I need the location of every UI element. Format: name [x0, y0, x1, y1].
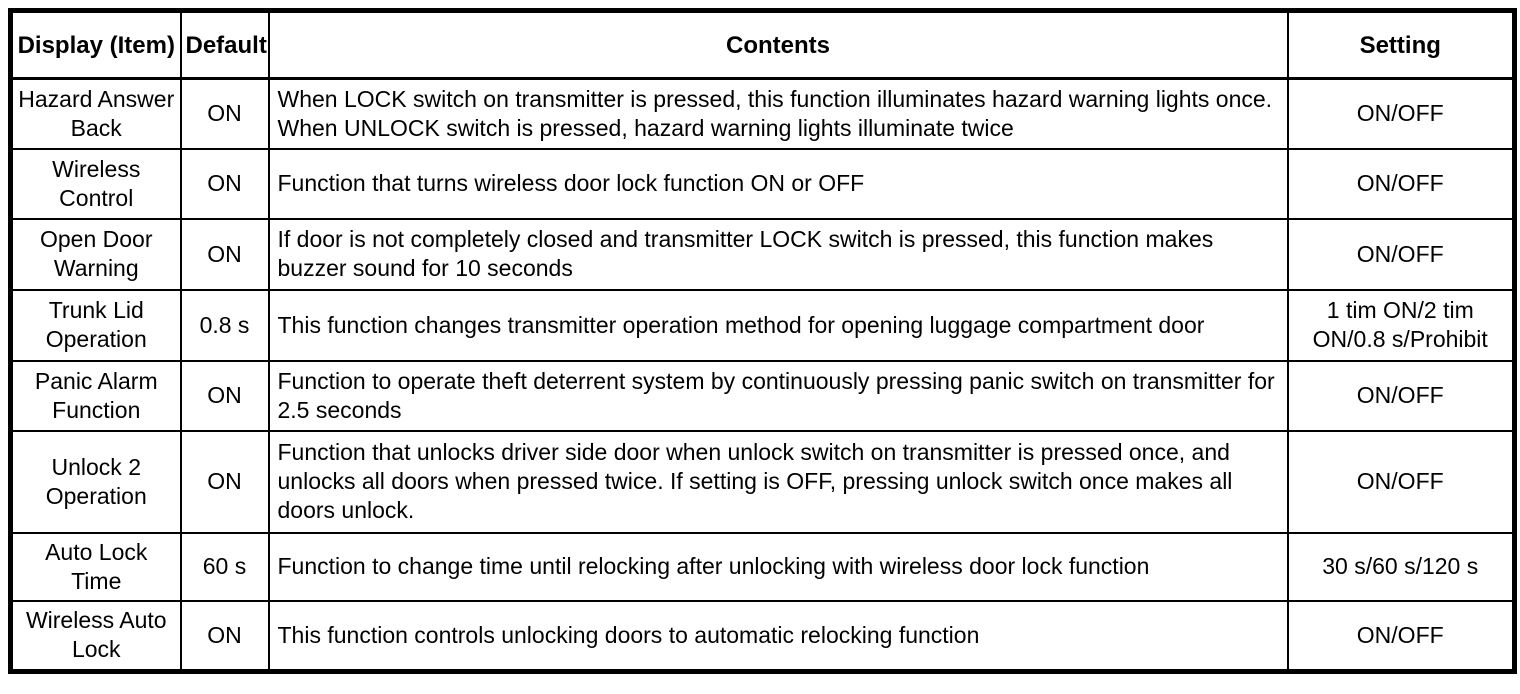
- column-header-contents: Contents: [267, 9, 1289, 80]
- table-row: Wireless Control ON Function that turns …: [9, 147, 1516, 220]
- column-header-default: Default: [179, 9, 270, 80]
- cell-display: Wireless Auto Lock: [9, 599, 182, 673]
- cell-contents: This function changes transmitter operat…: [267, 288, 1289, 362]
- header-row: Display (Item) Default Contents Setting: [9, 9, 1516, 80]
- table-row: Unlock 2 Operation ON Function that unlo…: [9, 429, 1516, 534]
- cell-setting: 30 s/60 s/120 s: [1286, 531, 1516, 602]
- wireless-door-lock-settings-table: Display (Item) Default Contents Setting …: [8, 8, 1517, 674]
- table-row: Panic Alarm Function ON Function to oper…: [9, 359, 1516, 432]
- cell-setting: ON/OFF: [1286, 599, 1516, 673]
- cell-default: ON: [179, 359, 270, 432]
- cell-contents: Function that unlocks driver side door w…: [267, 429, 1289, 534]
- cell-display: Wireless Control: [9, 147, 182, 220]
- column-header-setting: Setting: [1286, 9, 1516, 80]
- table-row: Open Door Warning ON If door is not comp…: [9, 217, 1516, 291]
- cell-setting: 1 tim ON/2 tim ON/0.8 s/Prohibit: [1286, 288, 1516, 362]
- cell-default: ON: [179, 147, 270, 220]
- cell-default: ON: [179, 599, 270, 673]
- table-row: Hazard Answer Back ON When LOCK switch o…: [9, 77, 1516, 150]
- cell-setting: ON/OFF: [1286, 77, 1516, 150]
- cell-default: ON: [179, 77, 270, 150]
- cell-display: Unlock 2 Operation: [9, 429, 182, 534]
- cell-default: ON: [179, 217, 270, 291]
- cell-default: 60 s: [179, 531, 270, 602]
- cell-setting: ON/OFF: [1286, 217, 1516, 291]
- cell-display: Open Door Warning: [9, 217, 182, 291]
- cell-display: Hazard Answer Back: [9, 77, 182, 150]
- cell-contents: This function controls unlocking doors t…: [267, 599, 1289, 673]
- cell-setting: ON/OFF: [1286, 429, 1516, 534]
- column-header-display-item: Display (Item): [9, 9, 182, 80]
- cell-setting: ON/OFF: [1286, 359, 1516, 432]
- cell-display: Auto Lock Time: [9, 531, 182, 602]
- cell-contents: Function to change time until relocking …: [267, 531, 1289, 602]
- cell-setting: ON/OFF: [1286, 147, 1516, 220]
- table-row: Auto Lock Time 60 s Function to change t…: [9, 531, 1516, 602]
- table-row: Wireless Auto Lock ON This function cont…: [9, 599, 1516, 673]
- cell-contents: Function to operate theft deterrent syst…: [267, 359, 1289, 432]
- cell-default: ON: [179, 429, 270, 534]
- cell-contents: If door is not completely closed and tra…: [267, 217, 1289, 291]
- cell-display: Trunk Lid Operation: [9, 288, 182, 362]
- cell-display: Panic Alarm Function: [9, 359, 182, 432]
- cell-contents: Function that turns wireless door lock f…: [267, 147, 1289, 220]
- table-row: Trunk Lid Operation 0.8 s This function …: [9, 288, 1516, 362]
- cell-contents: When LOCK switch on transmitter is press…: [267, 77, 1289, 150]
- cell-default: 0.8 s: [179, 288, 270, 362]
